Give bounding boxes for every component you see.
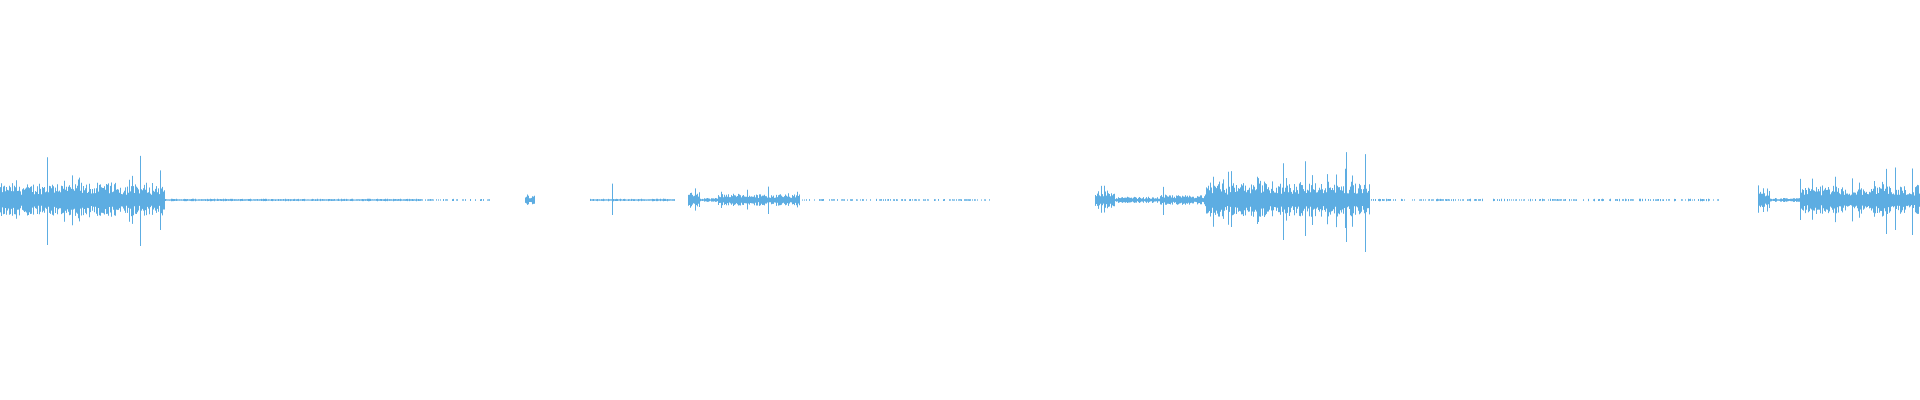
waveform-amplitude-path: [0, 152, 1920, 252]
waveform-bars: [0, 152, 1920, 252]
